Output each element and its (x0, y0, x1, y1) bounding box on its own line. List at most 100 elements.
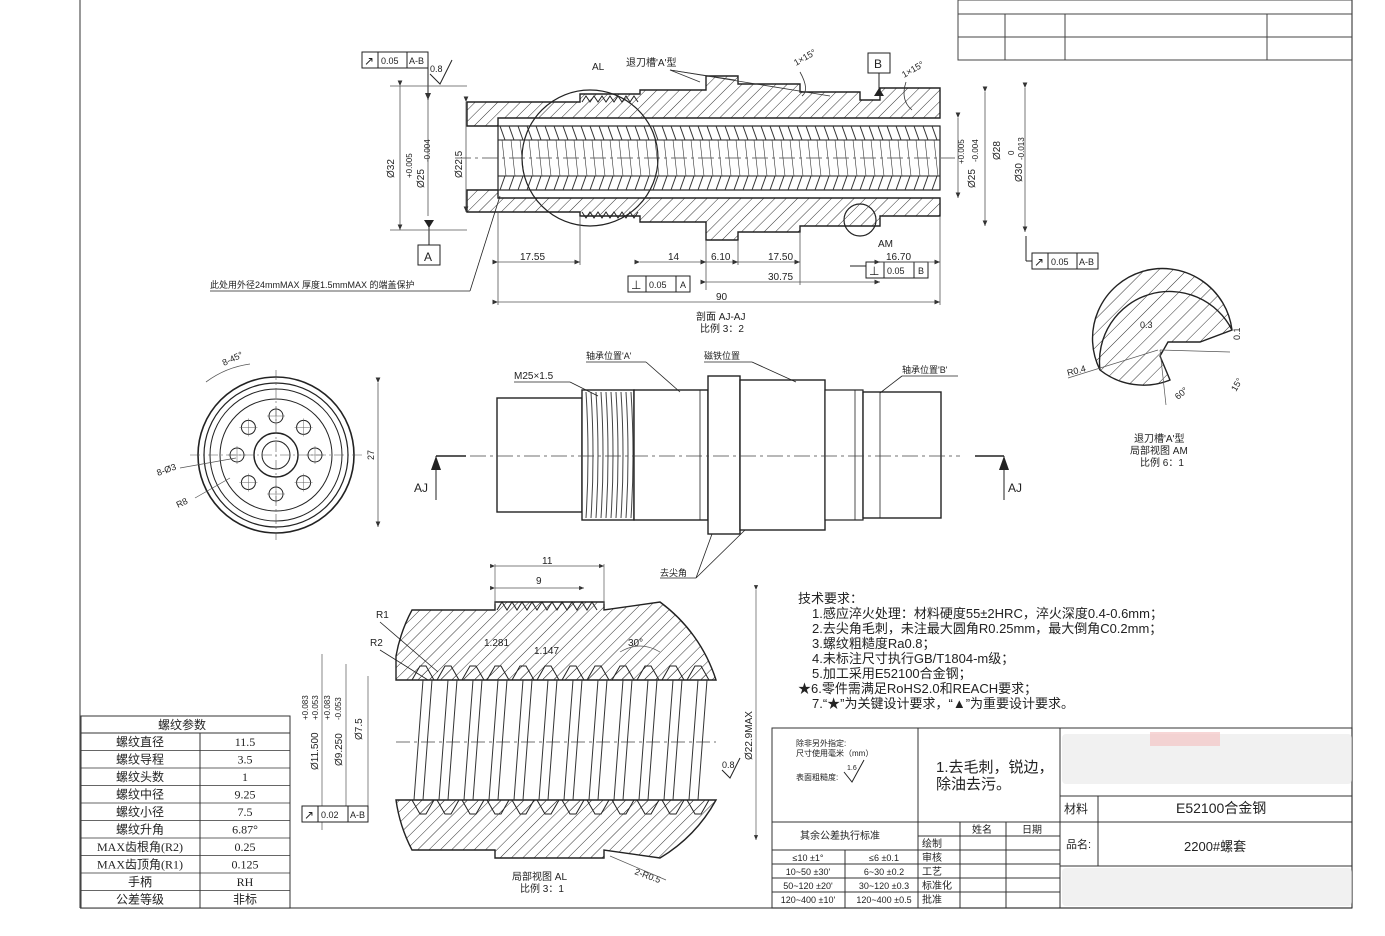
section-view-aj: AL AM 退刀槽'A'型 1×15° 1×15° B A ↗ 0.05 A-B (210, 47, 1099, 335)
al-l9: 9 (536, 576, 542, 587)
fcf-runout-right: ↗ 0.05 A-B (1025, 236, 1099, 270)
section-arrow-right: AJ (1008, 481, 1022, 495)
dim-d30-tol-lower: -0.013 (1017, 137, 1026, 160)
thread-param-label: 螺纹直径 (116, 735, 164, 749)
dim-d28: Ø28 (992, 141, 1003, 160)
horizontal-dimension-lines (492, 212, 941, 305)
tech-requirements: 技术要求： 1.感应淬火处理：材料硬度55±2HRC，淬火深度0.4-0.6mm… (798, 591, 1163, 711)
thread-param-value: 3.5 (238, 753, 253, 767)
end-angle: 8-45° (221, 349, 245, 367)
tol-linear: 120~400 ±0.5 (856, 895, 911, 905)
al-p1147: 1.147 (534, 646, 559, 657)
magnet-label: 磁铁位置 (704, 350, 740, 361)
al-l11: 11 (542, 556, 553, 567)
al-scale: 比例 3：1 (520, 882, 564, 895)
dim-d25-right-tol-lower: -0.004 (971, 139, 980, 162)
detail-view-am: R0.4 0.3 0.1 60° 15° 退刀槽'A'型 局部视图 AM 比例 … (1066, 267, 1245, 469)
thread-param-value: 0.25 (235, 840, 256, 854)
al-d22-9: Ø22.9MAX (744, 711, 755, 760)
al-d11-5-tol-lower: +0.053 (311, 695, 320, 720)
dim-14: 14 (668, 252, 680, 263)
thread-params-title: 螺纹参数 (158, 717, 206, 732)
dim-16-70: 16.70 (886, 252, 911, 263)
dim-30-75: 30.75 (768, 272, 793, 283)
part-value: 2200#螺套 (1184, 839, 1246, 854)
am-title: 退刀槽'A'型 (1134, 432, 1185, 445)
tech-item: ★6.零件需满足RoHS2.0和REACH要求； (798, 681, 1037, 697)
al-d9-25-tol-lower: -0.053 (334, 697, 343, 720)
am-a60: 60° (1173, 385, 1190, 402)
fcf-perp-a: ⊥ 0.05 A (627, 275, 691, 293)
tol-angle: 120~400 ±10' (781, 895, 836, 905)
section-upper-wall (466, 75, 941, 127)
dim-17-50: 17.50 (768, 252, 793, 263)
al-d11-5-tol-upper: +0.083 (301, 695, 310, 720)
revision-block (957, 0, 1353, 61)
al-d9-25-tol-upper: +0.083 (323, 695, 332, 720)
thread-param-value: 7.5 (238, 805, 253, 819)
svg-text:↗: ↗ (1034, 255, 1044, 269)
tol-linear: ≤6 ±0.1 (869, 853, 899, 863)
end-dim-27: 27 (366, 450, 376, 460)
thread-param-label: 公差等级 (116, 893, 164, 907)
svg-text:A-B: A-B (1079, 257, 1094, 267)
external-thread-upper (581, 95, 639, 103)
detail-circle-am (843, 203, 877, 237)
tech-item: 1.感应淬火处理：材料硬度55±2HRC，淬火深度0.4-0.6mm； (812, 606, 1163, 622)
dim-d25-right: Ø25 (967, 169, 978, 188)
am-scale: 比例 6：1 (1140, 456, 1184, 469)
svg-text:尺寸使用毫米（mm）: 尺寸使用毫米（mm） (796, 748, 873, 758)
al-roughness: 0.8 (722, 760, 735, 770)
al-r2: R2 (370, 638, 383, 649)
am-subtitle: 局部视图 AM (1130, 444, 1188, 457)
title-note-1: 1.去毛刺，锐边， (936, 759, 1054, 776)
thread-param-label: 螺纹头数 (116, 769, 164, 784)
al-title: 局部视图 AL (512, 870, 567, 883)
thread-param-label: 螺纹升角 (116, 823, 164, 837)
dim-d25-right-tol-upper: +0.005 (957, 139, 966, 164)
al-d9-25: Ø9.250 (334, 733, 345, 766)
dim-d25-left-tol-lower: -0.004 (423, 139, 432, 162)
dim-d22-5: Ø22.5 (454, 150, 465, 178)
tech-item: 7.“★”为关键设计要求，“▲”为重要设计要求。 (812, 696, 1074, 711)
svg-text:表面粗糙度:: 表面粗糙度: (796, 772, 838, 782)
tech-item: 4.未标注尺寸执行GB/T1804-m级； (812, 651, 1014, 667)
svg-text:A: A (680, 280, 686, 290)
tech-item: 5.加工采用E52100合金钢； (812, 666, 972, 682)
fcf-perp-b: ⊥ 0.05 B (850, 261, 929, 279)
svg-text:1.6: 1.6 (847, 765, 857, 772)
tech-item: 2.去尖角毛刺，未注最大圆角R0.25mm，最大倒角C0.2mm； (812, 621, 1162, 637)
tol-angle: 50~120 ±20' (783, 881, 833, 891)
thread-param-value: 9.25 (235, 788, 256, 802)
svg-text:0.05: 0.05 (381, 56, 399, 66)
end-view: 8-45° 8-Ø3 R8 27 (155, 349, 381, 540)
note-cap: 此处用外径24mmMAX 厚度1.5mmMAX 的端盖保护 (210, 279, 415, 290)
detail-view-al: R1 R2 11 9 1.281 1.147 30° +0.083 +0.053… (301, 556, 759, 895)
thread-param-value: 0.125 (232, 858, 259, 872)
title-block-text: 除非另外指定: 尺寸使用毫米（mm） 表面粗糙度: 1.6 1.去毛刺，锐边， … (781, 738, 1267, 906)
angle-note-1: 1×15° (792, 47, 818, 68)
thread-param-value: 11.5 (235, 735, 256, 749)
al-p1281: 1.281 (484, 638, 509, 649)
am-a15: 15° (1229, 376, 1245, 393)
tol-angle: 10~50 ±30' (786, 867, 831, 877)
label-al: AL (592, 62, 605, 73)
dim-6-10: 6.10 (711, 252, 731, 263)
dim-d25-left-tol-upper: +0.005 (405, 153, 414, 178)
al-thread-teeth (411, 665, 710, 815)
sharp-corner-label: 去尖角 (660, 567, 687, 578)
svg-text:⊥: ⊥ (631, 278, 641, 292)
thread-param-value: 6.87° (232, 823, 258, 837)
am-r04: R0.4 (1066, 363, 1087, 378)
svg-text:0.05: 0.05 (1051, 257, 1069, 267)
al-d7-5: Ø7.5 (354, 718, 365, 740)
thread-param-value: RH (237, 875, 254, 889)
thread-param-label: 螺纹导程 (116, 752, 164, 767)
side-view (470, 375, 960, 535)
thread-param-value: 1 (242, 770, 248, 784)
datum-a: A (424, 250, 432, 264)
thread-label: M25×1.5 (514, 371, 554, 382)
label-am: AM (878, 239, 893, 250)
tol-angle: ≤10 ±1° (793, 853, 824, 863)
svg-text:姓名: 姓名 (972, 823, 992, 836)
